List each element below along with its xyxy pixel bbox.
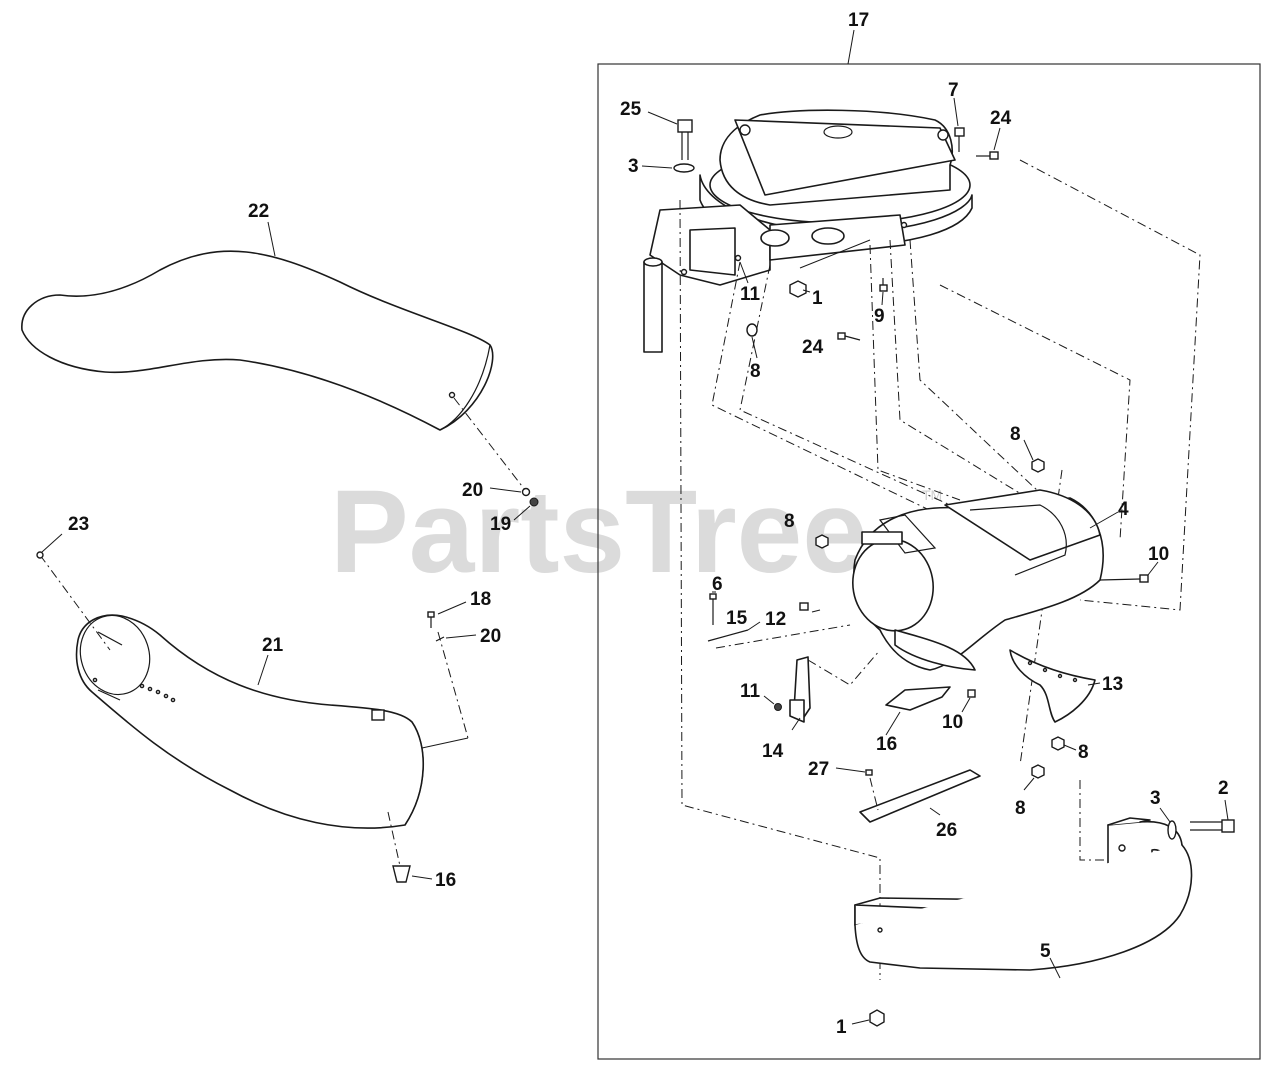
nut-icon (869, 1009, 885, 1027)
callout-8: 8 (1015, 798, 1026, 819)
deflector-bracket[interactable] (789, 656, 811, 723)
bolt-icon (1190, 819, 1235, 833)
assembly-frame (597, 63, 1261, 1060)
callout-11: 11 (740, 284, 761, 305)
discharge-elbow[interactable] (846, 489, 1104, 671)
bolt-icon (837, 332, 861, 341)
nut-icon (1051, 736, 1065, 751)
callout-3: 3 (628, 156, 639, 177)
callout-20: 20 (480, 626, 501, 647)
bolt-icon (865, 769, 873, 776)
callout-10: 10 (942, 712, 963, 733)
callout-1: 1 (812, 288, 823, 309)
nut-icon (1031, 764, 1045, 779)
chute-handle-bail[interactable] (854, 817, 1193, 971)
washer-icon (746, 323, 758, 337)
callout-22: 22 (248, 201, 269, 222)
callout-10: 10 (1148, 544, 1169, 565)
bolt-icon (677, 119, 693, 160)
callout-3: 3 (1150, 788, 1161, 809)
callout-17: 17 (848, 10, 869, 31)
bolt-icon (976, 151, 999, 160)
callout-18: 18 (470, 589, 491, 610)
callout-11: 11 (740, 681, 761, 702)
callout-27: 27 (808, 759, 829, 780)
callout-25: 25 (620, 99, 642, 120)
bolt-icon (967, 689, 976, 698)
deflector-plate[interactable] (1009, 649, 1096, 723)
bolt-icon (879, 278, 888, 292)
chute-rotation-housing[interactable] (643, 109, 973, 353)
callout-16: 16 (876, 734, 897, 755)
callout-16: 16 (435, 870, 456, 891)
callout-8: 8 (750, 361, 761, 382)
callout-5: 5 (1040, 941, 1051, 962)
watermark: PartsTree (330, 466, 868, 598)
callout-21: 21 (262, 635, 284, 656)
callout-20: 20 (462, 480, 483, 501)
callout-1: 1 (836, 1017, 847, 1038)
bolt-icon (427, 611, 435, 628)
nut-icon (529, 497, 539, 507)
callout-8: 8 (1010, 424, 1021, 445)
bolt-icon (36, 551, 44, 559)
callout-24: 24 (990, 108, 1012, 129)
callout-9: 9 (874, 306, 885, 327)
callout-12: 12 (765, 609, 786, 630)
bolt-icon (954, 127, 965, 152)
washer-icon (673, 163, 695, 173)
upper-chute-tube[interactable] (21, 250, 494, 431)
bolt-icon (709, 593, 717, 625)
callout-8: 8 (1078, 742, 1089, 763)
callout-15: 15 (726, 608, 748, 629)
bolt-icon (799, 602, 809, 611)
callout-14: 14 (762, 741, 784, 762)
nut-icon (815, 534, 829, 549)
callout-26: 26 (936, 820, 957, 841)
washer-icon (521, 487, 531, 497)
nut-icon (774, 703, 782, 711)
latch-handle[interactable] (885, 686, 951, 711)
callout-4: 4 (1118, 499, 1129, 520)
callout-23: 23 (68, 514, 89, 535)
nut-icon (1031, 458, 1045, 473)
bolt-icon (1099, 574, 1149, 583)
callout-13: 13 (1102, 674, 1123, 695)
nut-icon (789, 280, 807, 298)
washer-icon (1167, 820, 1177, 840)
callout-24: 24 (802, 337, 824, 358)
lower-chute-tube[interactable] (70, 606, 425, 829)
callout-19: 19 (490, 514, 511, 535)
grommet-icon (392, 865, 411, 883)
callout-8: 8 (784, 511, 795, 532)
callout-2: 2 (1218, 778, 1229, 799)
wear-strip[interactable] (859, 769, 981, 823)
callout-7: 7 (948, 80, 959, 101)
callout-6: 6 (712, 574, 723, 595)
